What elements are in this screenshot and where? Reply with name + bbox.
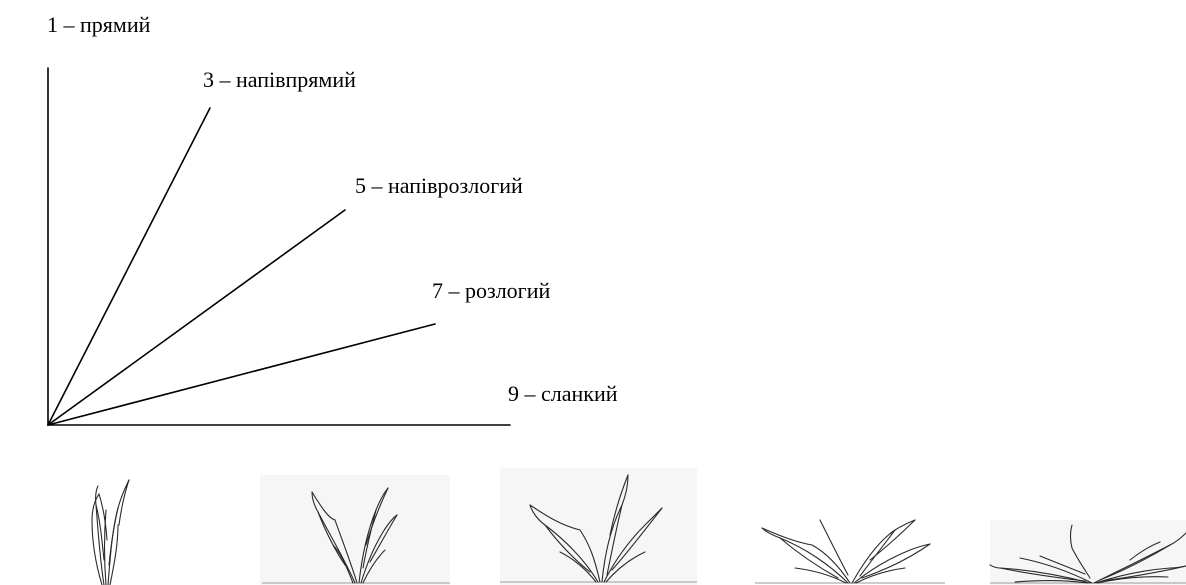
plant-illustration-erect (91, 479, 130, 585)
ray-semi-erect (47, 107, 211, 426)
label-semi-erect: 3 – напівпрямий (203, 67, 356, 92)
ray-intermediate (47, 209, 346, 426)
plant-panel-3-background (500, 468, 697, 585)
label-prostrate: 9 – сланкий (508, 381, 618, 406)
label-semi-prostrate: 7 – розлогий (432, 278, 551, 303)
plant-illustration-prostrate (989, 524, 1186, 584)
plant-panel-2-background (260, 475, 450, 585)
plant-illustration-semi-erect (311, 487, 398, 584)
label-erect: 1 – прямий (47, 12, 151, 37)
plant-illustration-semi-prostrate (761, 519, 931, 584)
plant-illustration-intermediate (529, 474, 663, 583)
label-intermediate: 5 – напіврозлогий (355, 173, 523, 198)
ray-semi-prostrate (47, 323, 436, 426)
